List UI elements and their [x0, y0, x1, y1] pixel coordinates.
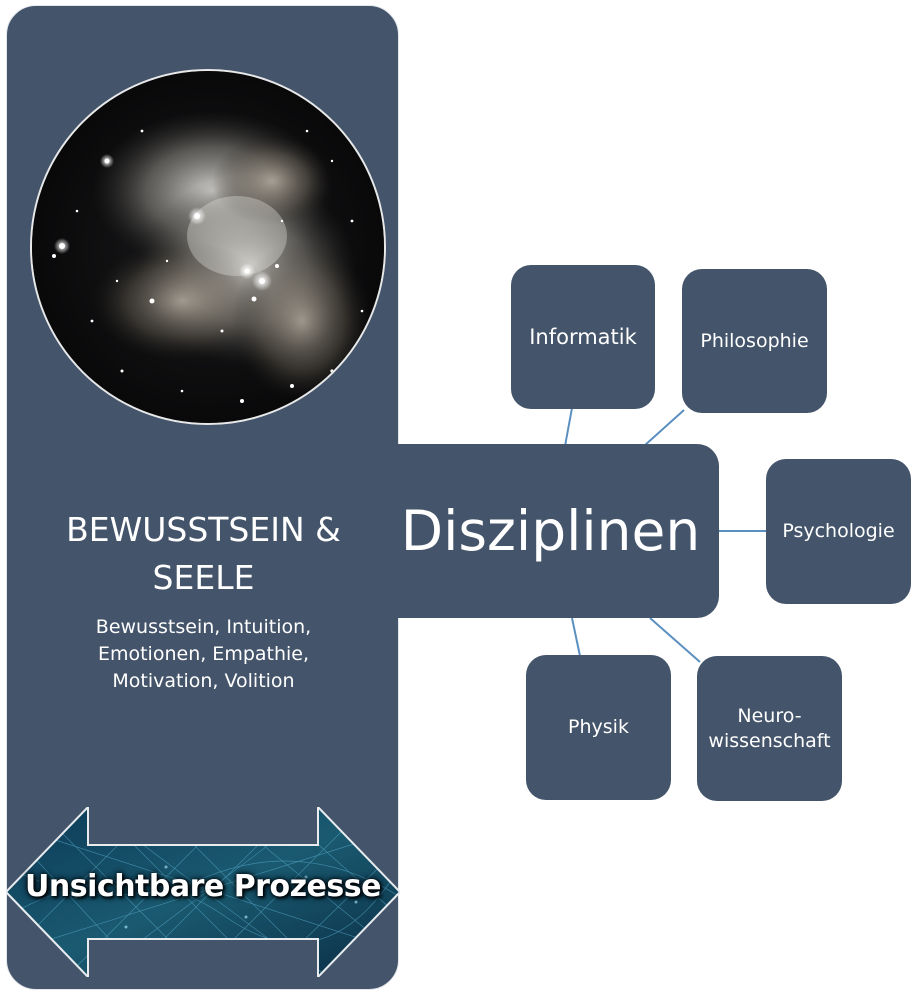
panel-subtitle-line-3: Motivation, Volition	[7, 668, 400, 695]
node-physik-label: Physik	[568, 715, 629, 740]
arrow-label: Unsichtbare Prozesse	[6, 869, 400, 904]
connector-physik	[572, 618, 580, 656]
nebula-graphic	[32, 71, 386, 425]
center-node-label: Disziplinen	[389, 499, 700, 563]
node-psychologie-label: Psychologie	[782, 519, 894, 544]
panel-title-line-2: SEELE	[7, 554, 400, 602]
double-arrow: Unsichtbare Prozesse	[6, 807, 400, 977]
nebula-image	[30, 69, 386, 425]
panel-subtitle-line-2: Emotionen, Empathie,	[7, 641, 400, 668]
connector-informatik	[565, 408, 572, 446]
panel-subtitle-line-1: Bewusstsein, Intuition,	[7, 614, 400, 641]
node-informatik: Informatik	[511, 265, 655, 409]
node-philosophie: Philosophie	[682, 269, 827, 413]
node-neurowissenschaft: Neuro- wissenschaft	[697, 656, 842, 801]
node-psychologie: Psychologie	[766, 459, 911, 604]
node-physik: Physik	[526, 655, 671, 800]
node-neurowissenschaft-label: Neuro- wissenschaft	[708, 704, 830, 754]
center-node: Disziplinen	[370, 444, 719, 618]
panel-subtitle: Bewusstsein, Intuition, Emotionen, Empat…	[7, 614, 400, 695]
node-informatik-label: Informatik	[529, 325, 637, 350]
panel-title-line-1: BEWUSSTSEIN &	[7, 506, 400, 554]
panel-title: BEWUSSTSEIN & SEELE	[7, 506, 400, 602]
node-philosophie-label: Philosophie	[700, 329, 808, 354]
connector-philosophie	[644, 410, 684, 446]
